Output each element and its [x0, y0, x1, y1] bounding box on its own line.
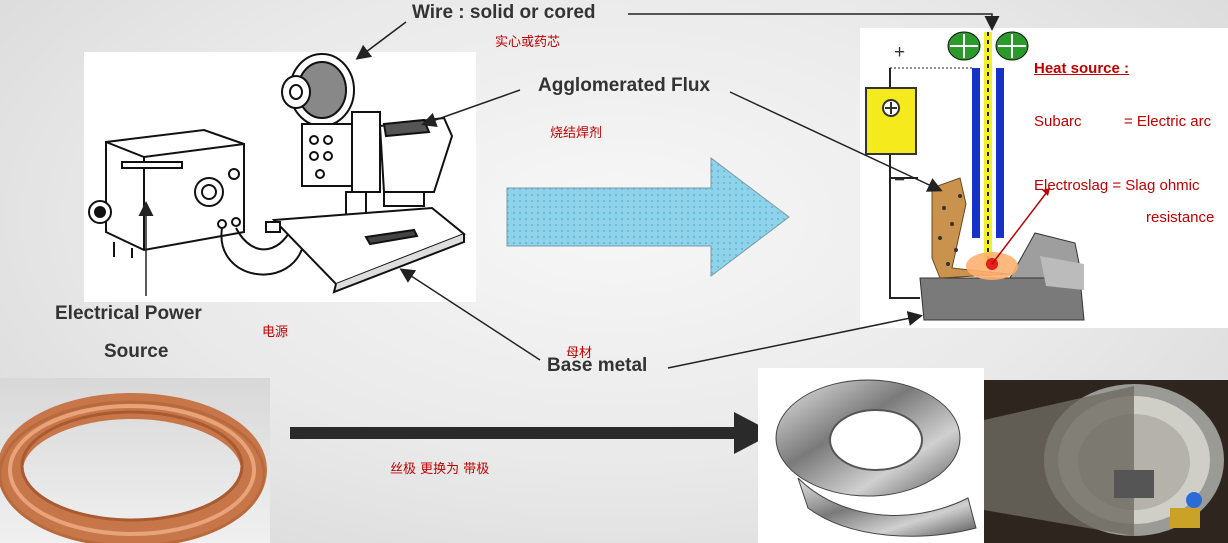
flux-cn-label: 烧结焊剂: [550, 126, 603, 141]
power-source-cn-label: 电源: [262, 325, 289, 340]
pipe-welding-photo: [984, 380, 1228, 543]
plus-sign: +: [894, 42, 906, 63]
wire-to-strip-cn-label: 丝极 更换为 带极: [390, 462, 490, 477]
power-source-label-line2: Source: [104, 341, 169, 362]
wire-label: Wire : solid or cored: [412, 2, 596, 23]
base-metal-cn-label: 母材: [566, 346, 593, 361]
electroslag-value: resistance: [1146, 209, 1215, 226]
welding-machine-illustration: [84, 52, 476, 302]
subarc-label: Subarc: [1034, 113, 1082, 130]
flux-label: Agglomerated Flux: [538, 75, 711, 96]
welding-machine-drawing: [88, 53, 466, 294]
heat-source-title: Heat source :: [1034, 60, 1130, 77]
electroslag-diagram: [865, 31, 1085, 321]
wire-cn-label: 实心或药芯: [495, 35, 561, 50]
copper-wire-coil-photo: [0, 378, 270, 543]
heat-source-panel: + − Heat source : Subarc = Electric arc …: [860, 28, 1228, 328]
subarc-value: = Electric arc: [1124, 113, 1212, 130]
minus-sign: −: [894, 170, 906, 191]
steel-strip-coil-photo: [758, 368, 984, 543]
power-source-label-line1: Electrical Power: [55, 303, 202, 324]
dark-right-arrow-icon: [290, 412, 774, 454]
base-metal-label: Base metal: [547, 355, 648, 376]
electroslag-label: Electroslag = Slag ohmic: [1034, 177, 1200, 194]
right-arrow-icon: [506, 156, 790, 278]
